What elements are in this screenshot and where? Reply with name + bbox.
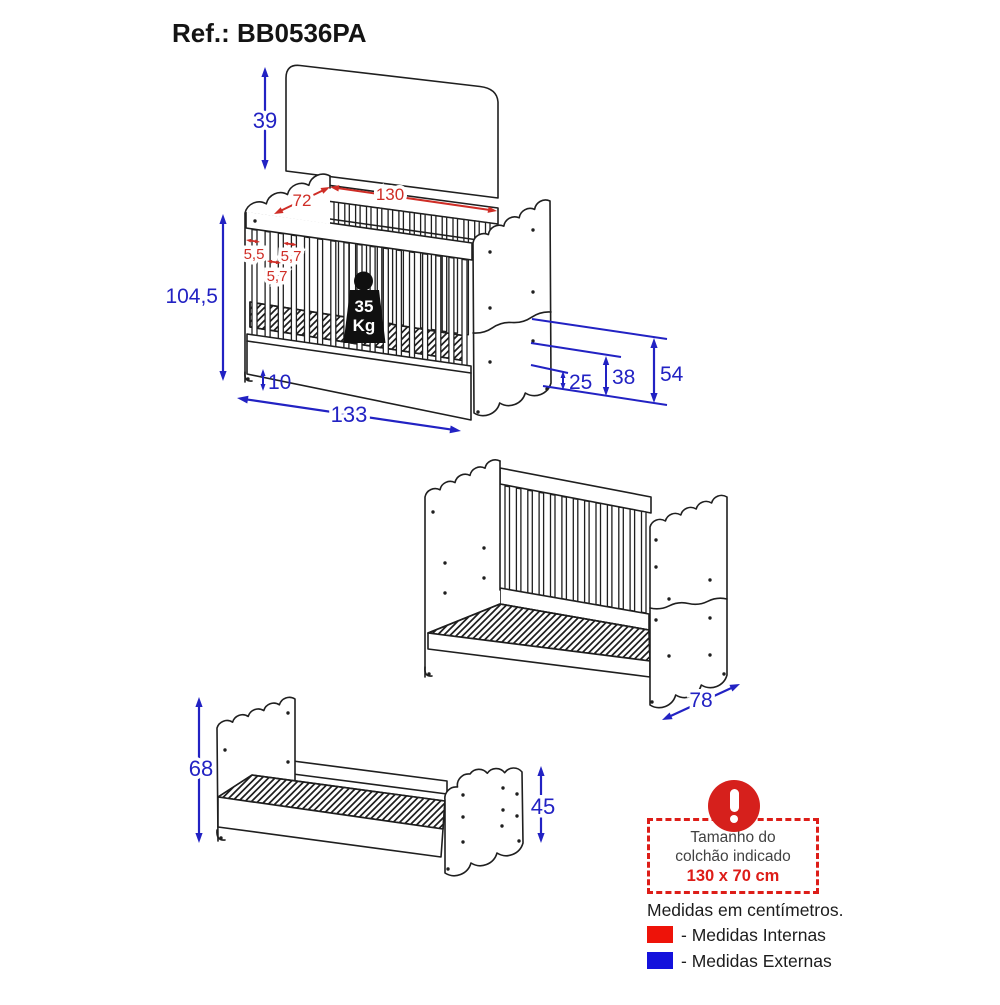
notice-line1: Tamanho do (690, 829, 776, 846)
dim-total-height: 104,5 (165, 285, 218, 308)
page-title: Ref.: BB0536PA (172, 18, 367, 48)
dim-internal-width: 130 (376, 185, 404, 204)
legend-external-label: - Medidas Externas (681, 951, 832, 971)
weight-limit-value: 35 (355, 297, 374, 316)
dim-external-depth: 78 (689, 689, 712, 712)
internal-measure-color-swatch (647, 926, 673, 943)
exclamation-icon (708, 780, 760, 832)
dim-internal-depth: 72 (293, 191, 312, 210)
measurement-units-note: Medidas em centímetros. (647, 900, 844, 920)
weight-icon-body (343, 290, 386, 343)
weight-icon (354, 271, 373, 291)
dim-bed-footboard-height: 45 (531, 794, 555, 819)
dim-mattress-level-1: 25 (569, 371, 592, 394)
dim-mattress-level-2: 38 (612, 366, 635, 389)
crib-open-view (424, 459, 728, 709)
dim-slat-gap-3: 5,7 (267, 268, 288, 285)
toddler-bed-view (216, 696, 524, 877)
dim-base-height: 10 (268, 371, 291, 394)
external-measure-color-swatch (647, 952, 673, 969)
dim-bed-headboard-height: 68 (189, 756, 213, 781)
exclamation-bar (729, 789, 739, 812)
dim-slat-gap-1: 5,5 (244, 246, 265, 263)
legend-internal-label: - Medidas Internas (681, 925, 826, 945)
mattress-size-value: 130 x 70 cm (686, 867, 780, 885)
exclamation-dot (730, 815, 738, 823)
dim-slat-gap-2: 5,7 (281, 248, 302, 265)
dim-external-width: 133 (331, 402, 368, 427)
dim-mattress-level-3: 54 (660, 363, 684, 386)
weight-limit-unit: Kg (353, 316, 376, 335)
mattress-size-notice: Tamanho do colchão indicado 130 x 70 cm (647, 818, 819, 894)
dim-headboard-height: 39 (253, 108, 277, 133)
notice-line2: colchão indicado (675, 848, 791, 865)
